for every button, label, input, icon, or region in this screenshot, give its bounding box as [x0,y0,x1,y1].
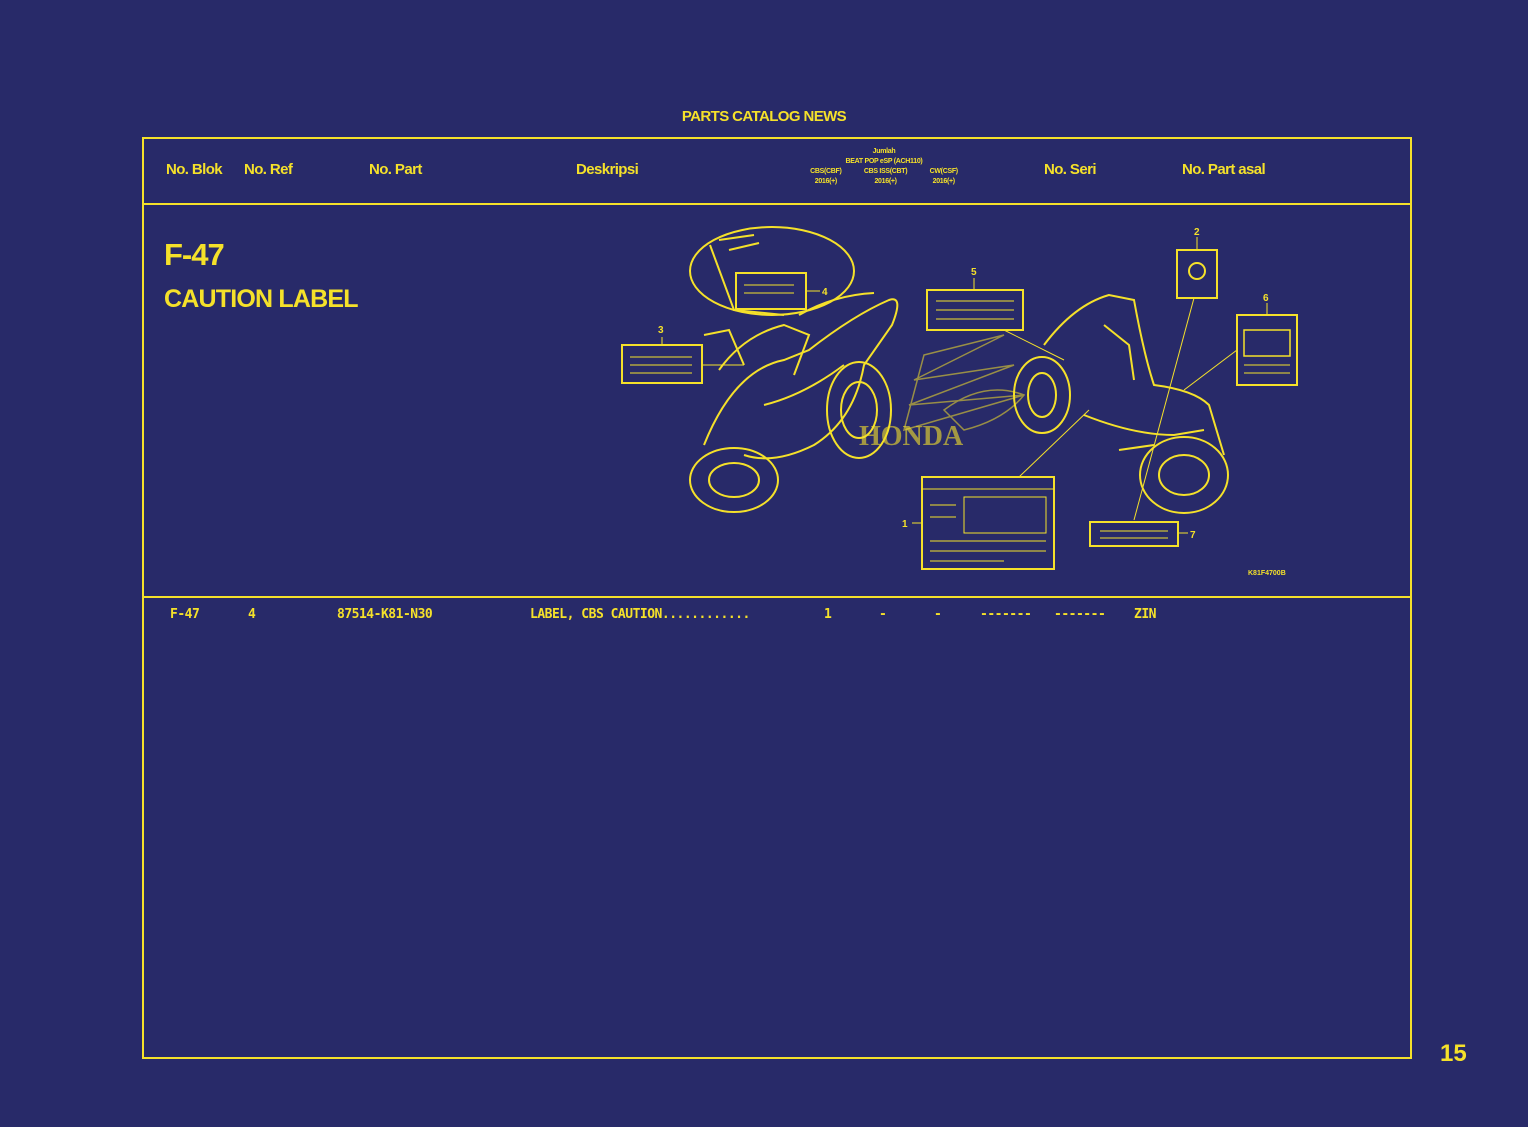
model-label: BEAT POP eSP (ACH110) [845,158,923,165]
label-1-drawing [912,409,1090,570]
parts-diagram: HONDA [621,226,1298,577]
callout-3: 3 [658,325,664,336]
row-blok: F-47 [170,607,200,622]
col-no-part: No. Part [369,161,422,178]
honda-wing-watermark [902,334,1026,432]
callout-5: 5 [971,267,977,278]
block-code: F-47 [164,237,225,272]
label-2-drawing [1133,237,1218,521]
callout-2: 2 [1194,227,1200,238]
col-no-ref: No. Ref [244,161,293,178]
parts-list: F-47 4 87514-K81-N30 LABEL, CBS CAUTION.… [144,598,1410,634]
col-no-seri: No. Seri [1044,161,1096,178]
table-row: F-47 4 87514-K81-N30 LABEL, CBS CAUTION.… [144,598,1410,634]
label-5-drawing [926,278,1065,361]
label-7-drawing [1089,521,1188,547]
label-3-drawing [621,337,744,384]
variant-3: CW(CSF)2016(+) [929,168,959,185]
diagram-area: F-47 CAUTION LABEL HONDA [144,205,1410,598]
row-qty-1: 1 [824,607,832,622]
table-header: No. Blok No. Ref No. Part Deskripsi Juml… [144,139,1410,205]
callout-4: 4 [822,287,828,298]
catalog-frame: No. Blok No. Ref No. Part Deskripsi Juml… [142,137,1412,1059]
figure-code: K81F4700B [1248,570,1286,577]
col-no-blok: No. Blok [166,161,223,178]
detail-circle [689,226,855,316]
row-qty-2: - [879,607,887,622]
col-jumlah: Jumlah BEAT POP eSP (ACH110) CBS(CBF)201… [799,147,969,187]
col-deskripsi: Deskripsi [576,161,639,178]
scooter-left-drawing [689,292,899,513]
callout-1: 1 [902,519,908,530]
callout-7: 7 [1190,530,1196,541]
row-ref: 4 [248,607,256,622]
row-desc: LABEL, CBS CAUTION............ [530,607,750,622]
variant-1: CBS(CBF)2016(+) [810,168,842,185]
honda-watermark-text: HONDA [859,421,964,452]
row-seri-2: ------- [1054,607,1106,622]
scooter-right-drawing [1013,293,1229,514]
block-name: CAUTION LABEL [164,285,359,313]
page-title: PARTS CATALOG NEWS [681,108,847,125]
row-part-no: 87514-K81-N30 [337,607,433,622]
jumlah-label: Jumlah [872,148,896,155]
row-seri-1: ------- [980,607,1032,622]
col-no-part-asal: No. Part asal [1182,161,1266,178]
row-asal: ZIN [1134,607,1156,622]
page-number: 15 [1440,1040,1467,1067]
label-6-drawing [1183,303,1298,391]
callout-6: 6 [1263,293,1269,304]
variant-2: CBS ISS(CBT)2016(+) [863,168,908,185]
row-qty-3: - [934,607,942,622]
